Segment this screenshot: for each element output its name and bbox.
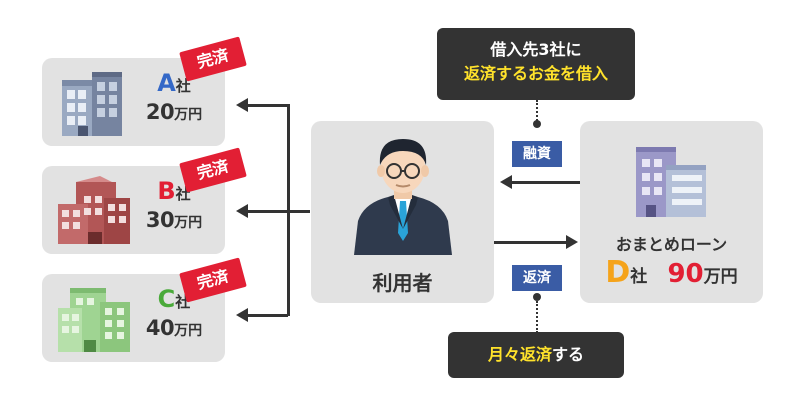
consolidator-name: おまとめローン — [615, 235, 728, 254]
lender-c-amount: C社 40万円 — [134, 286, 214, 344]
consolidator-value: 90 — [667, 259, 704, 289]
businessman-icon — [354, 139, 452, 255]
financing-tag: 融資 — [512, 141, 562, 167]
lender-a-amount: A社 20万円 — [134, 70, 214, 128]
borrow-note-pointer-line — [536, 100, 538, 124]
connector-c-line — [248, 314, 288, 317]
consolidator-amount: D社 90万円 — [580, 255, 763, 290]
consolidator-letter: D — [605, 255, 631, 290]
borrow-note-dot-icon — [533, 120, 541, 128]
lender-b-unit: 万円 — [174, 215, 203, 231]
lender-a-suffix: 社 — [175, 77, 191, 95]
repay-note: 月々返済する — [448, 332, 624, 378]
repayment-arrow-icon — [566, 235, 578, 249]
repayment-arrow-line — [494, 241, 566, 244]
repay-note-rest: する — [552, 345, 585, 364]
user-label: 利用者 — [372, 271, 433, 295]
user-card: 利用者 — [311, 121, 494, 303]
lender-a-letter: A — [157, 69, 176, 97]
borrow-note: 借入先3社に 返済するお金を借入 — [437, 28, 635, 100]
consolidator-unit: 万円 — [703, 267, 738, 287]
office-building-icon — [58, 176, 130, 244]
financing-arrow-icon — [500, 175, 512, 189]
lender-b-amount: B社 30万円 — [134, 178, 214, 236]
arrow-to-lender-b-icon — [236, 204, 248, 218]
lender-b-value: 30 — [145, 208, 175, 232]
lender-b-letter: B — [157, 177, 176, 205]
repay-note-pointer-line — [536, 301, 538, 333]
arrow-to-lender-c-icon — [236, 308, 248, 322]
lender-c-unit: 万円 — [174, 323, 203, 339]
office-building-icon — [58, 288, 130, 352]
arrow-to-lender-a-icon — [236, 98, 248, 112]
borrow-note-line1: 借入先3社に — [490, 40, 582, 59]
consolidator-suffix: 社 — [630, 267, 648, 287]
lender-c-letter: C — [157, 285, 176, 313]
connector-a-line — [248, 104, 288, 107]
lender-a-value: 20 — [145, 100, 175, 124]
consolidator-card: おまとめローン D社 90万円 — [580, 121, 763, 303]
repayment-tag: 返済 — [512, 265, 562, 291]
lender-c-value: 40 — [145, 316, 175, 340]
office-building-icon — [636, 147, 706, 217]
connector-b-line — [248, 210, 310, 213]
borrow-note-line2: 返済するお金を借入 — [463, 64, 608, 83]
lender-a-unit: 万円 — [174, 107, 203, 123]
office-building-icon — [62, 72, 122, 136]
repay-note-dot-icon — [533, 293, 541, 301]
financing-arrow-line — [512, 181, 582, 184]
repay-note-highlight: 月々返済 — [487, 345, 552, 364]
